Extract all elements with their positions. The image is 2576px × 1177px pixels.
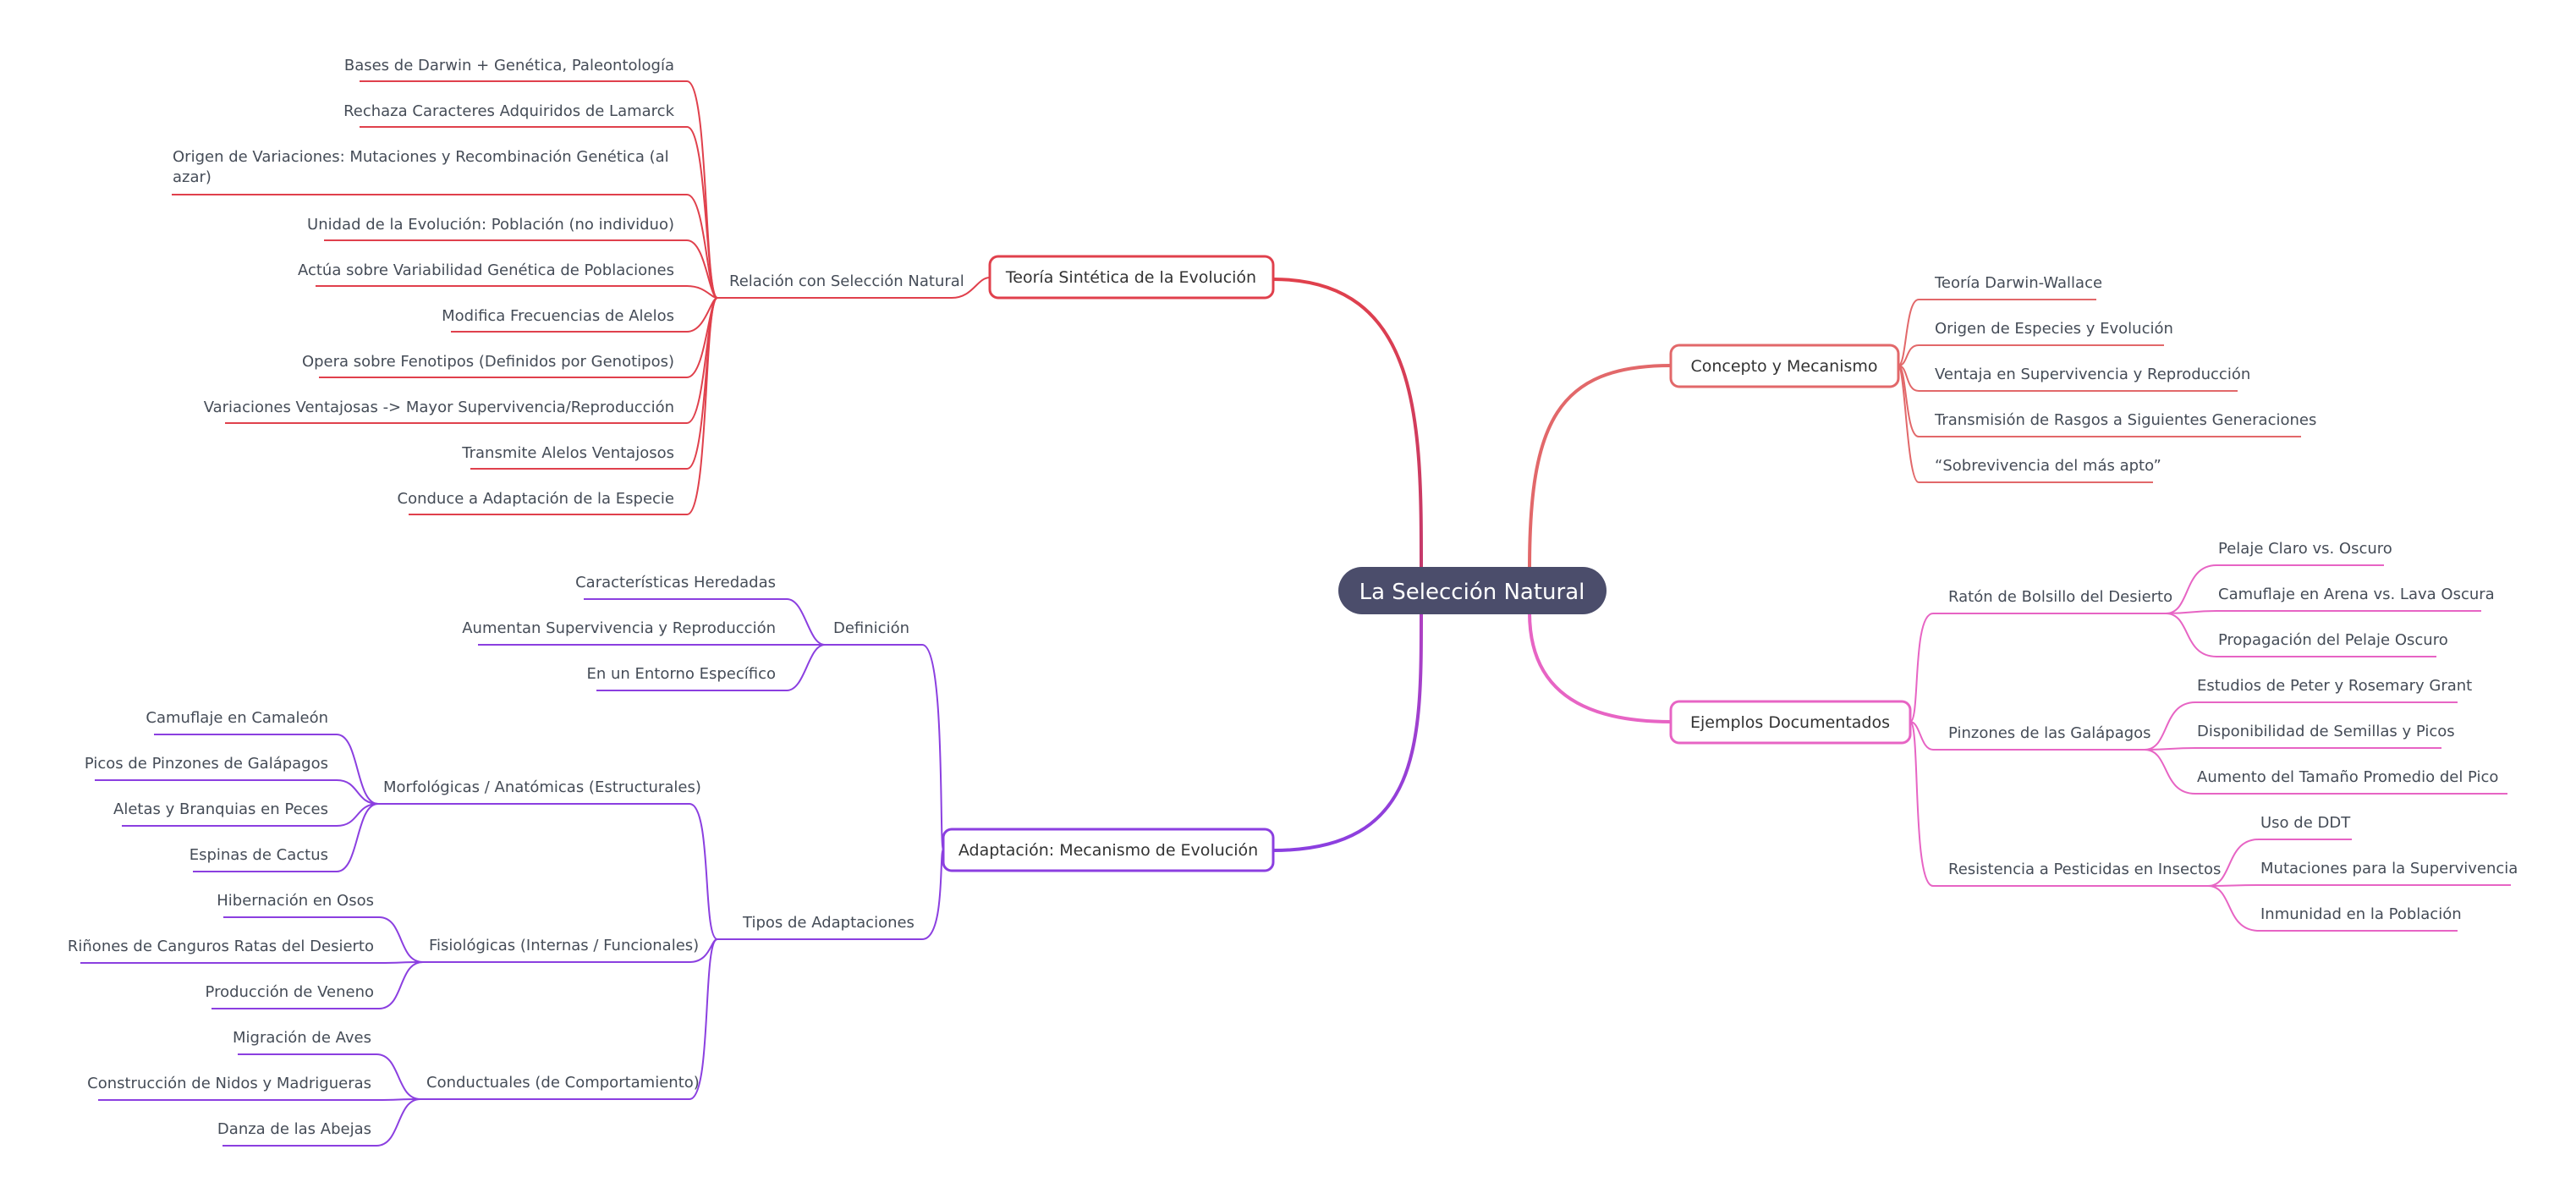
connector-root-teoria (1272, 278, 1423, 569)
leaf-ventaja-supervivencia: Ventaja en Supervivencia y Reproducción (1935, 366, 2250, 383)
leaf-camuflaje-arena: Camuflaje en Arena vs. Lava Oscura (2218, 586, 2495, 603)
teoria-leaf-connectors (172, 80, 728, 515)
adaptacion-node[interactable]: Adaptación: Mecanismo de Evolución (942, 828, 1275, 872)
concepto-node[interactable]: Concepto y Mecanismo (1669, 344, 1900, 388)
leaf-entorno-especifico: En un Entorno Específico (586, 665, 776, 683)
group-resistencia-pesticidas: Resistencia a Pesticidas en Insectos (1948, 861, 2221, 878)
concepto-label: Concepto y Mecanismo (1690, 357, 1877, 376)
leaf-migracion-aves: Migración de Aves (233, 1029, 371, 1047)
leaf-variabilidad-genetica: Actúa sobre Variabilidad Genética de Pob… (298, 261, 674, 279)
connector-root-ejemplos (1528, 612, 1672, 723)
fisiologicas-leaf-connectors (80, 916, 424, 1009)
leaf-fenotipos: Opera sobre Fenotipos (Definidos por Gen… (302, 353, 674, 371)
leaf-espinas-cactus: Espinas de Cactus (189, 846, 328, 864)
hub-relacion-seleccion: Relación con Selección Natural (729, 272, 964, 290)
leaf-unidad-evolucion: Unidad de la Evolución: Población (no in… (307, 216, 674, 234)
ejemplos-label: Ejemplos Documentados (1690, 713, 1890, 732)
teoria-label: Teoría Sintética de la Evolución (1005, 268, 1256, 287)
root-node[interactable]: La Selección Natural (1338, 567, 1607, 614)
group-conductuales: Conductuales (de Comportamiento) (426, 1074, 700, 1092)
connector-teoria-hub (728, 277, 991, 299)
leaf-origen-variaciones-cont: azar) (173, 168, 211, 186)
sub-definicion: Definición (833, 619, 909, 637)
leaf-estudios-grant: Estudios de Peter y Rosemary Grant (2197, 677, 2472, 695)
leaf-sobrevivencia-apto: “Sobrevivencia del más apto” (1935, 457, 2161, 475)
leaf-disponibilidad-semillas: Disponibilidad de Semillas y Picos (2197, 723, 2455, 740)
leaf-rinones-canguros: Riñones de Canguros Ratas del Desierto (68, 938, 374, 955)
branch-ejemplos: Ejemplos Documentados Ratón de Bolsillo … (1669, 540, 2518, 932)
leaf-hibernacion-osos: Hibernación en Osos (217, 892, 374, 910)
leaf-mutaciones-supervivencia: Mutaciones para la Supervivencia (2260, 860, 2518, 877)
concepto-leaf-connectors (1898, 299, 2301, 483)
leaf-transmite-alelos: Transmite Alelos Ventajosos (461, 444, 674, 462)
tipos-group-connectors (378, 803, 728, 1100)
leaf-origen-especies: Origen de Especies y Evolución (1935, 320, 2173, 338)
connector-root-concepto (1528, 364, 1672, 569)
leaf-aletas-branquias: Aletas y Branquias en Peces (113, 800, 328, 818)
leaf-danza-abejas: Danza de las Abejas (217, 1120, 371, 1138)
definicion-leaf-connectors (478, 598, 826, 691)
group-fisiologicas: Fisiológicas (Internas / Funcionales) (429, 937, 699, 954)
connector-root-adaptacion (1272, 612, 1423, 852)
teoria-node[interactable]: Teoría Sintética de la Evolución (988, 255, 1275, 300)
leaf-inmunidad-poblacion: Inmunidad en la Población (2260, 905, 2462, 923)
ejemplos-group-connectors (1909, 613, 2208, 887)
leaf-uso-ddt: Uso de DDT (2260, 814, 2351, 832)
adaptacion-label: Adaptación: Mecanismo de Evolución (958, 841, 1258, 860)
leaf-bases-darwin: Bases de Darwin + Genética, Paleontologí… (344, 57, 674, 74)
leaf-propagacion-pelaje: Propagación del Pelaje Oscuro (2218, 631, 2448, 649)
ejemplos-node[interactable]: Ejemplos Documentados (1669, 700, 1912, 745)
leaf-origen-variaciones: Origen de Variaciones: Mutaciones y Reco… (173, 148, 669, 166)
leaf-aumento-pico: Aumento del Tamaño Promedio del Pico (2197, 768, 2498, 786)
branch-adaptacion: Adaptación: Mecanismo de Evolución Defin… (68, 574, 1275, 1147)
branch-concepto: Concepto y Mecanismo Teoría Darwin-Walla… (1669, 274, 2316, 483)
root-label: La Selección Natural (1359, 580, 1585, 605)
morfologicas-leaf-connectors (95, 734, 379, 872)
leaf-pelaje-claro: Pelaje Claro vs. Oscuro (2218, 540, 2392, 558)
leaf-aumentan-supervivencia: Aumentan Supervivencia y Reproducción (462, 619, 776, 637)
leaf-produccion-veneno: Producción de Veneno (206, 983, 374, 1001)
pinzones-leaf-connectors (2144, 701, 2507, 795)
group-pinzones: Pinzones de las Galápagos (1948, 724, 2151, 742)
leaf-variaciones-ventajosas: Variaciones Ventajosas -> Mayor Superviv… (204, 399, 674, 416)
resistencia-leaf-connectors (2207, 839, 2511, 932)
leaf-picos-pinzones: Picos de Pinzones de Galápagos (85, 755, 328, 773)
group-raton-bolsillo: Ratón de Bolsillo del Desierto (1948, 588, 2172, 606)
conductuales-leaf-connectors (98, 1053, 421, 1147)
leaf-conduce-adaptacion: Conduce a Adaptación de la Especie (398, 490, 674, 508)
raton-leaf-connectors (2165, 564, 2481, 657)
leaf-rechaza-lamarck: Rechaza Caracteres Adquiridos de Lamarck (343, 102, 674, 120)
group-morfologicas: Morfológicas / Anatómicas (Estructurales… (383, 778, 701, 796)
branch-teoria-sintetica: Teoría Sintética de la Evolución Relació… (172, 57, 1275, 515)
adaptacion-sub-connectors (728, 644, 944, 940)
leaf-construccion-nidos: Construcción de Nidos y Madrigueras (87, 1075, 371, 1092)
leaf-caracteristicas-heredadas: Características Heredadas (575, 574, 776, 591)
leaf-camuflaje-camaleon: Camuflaje en Camaleón (146, 709, 328, 727)
leaf-transmision-rasgos: Transmisión de Rasgos a Siguientes Gener… (1934, 411, 2316, 429)
sub-tipos-adaptaciones: Tipos de Adaptaciones (742, 914, 915, 932)
leaf-teoria-darwin-wallace: Teoría Darwin-Wallace (1934, 274, 2102, 292)
leaf-frecuencias-alelos: Modifica Frecuencias de Alelos (442, 307, 674, 325)
